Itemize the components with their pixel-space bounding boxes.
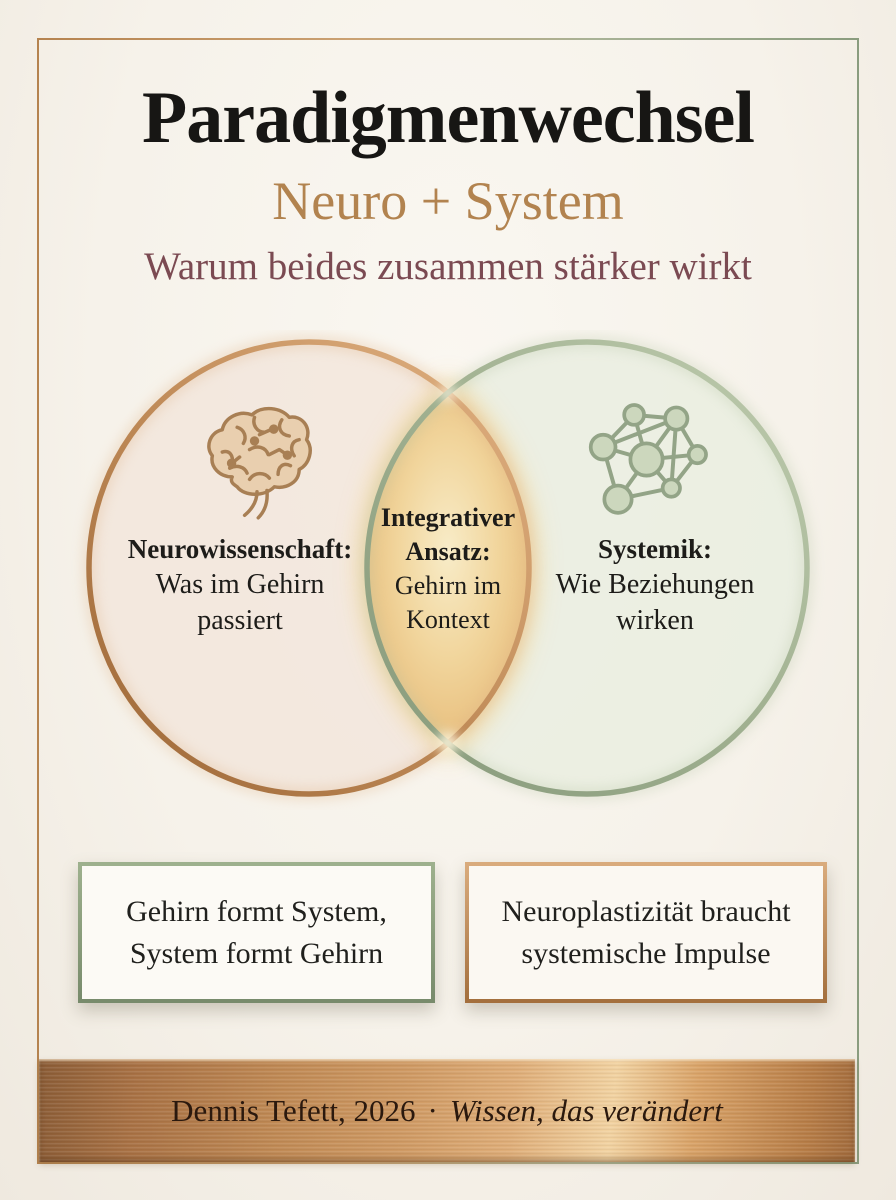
overlap-label: Integrativer Ansatz: Gehirn im Kontext (363, 501, 533, 637)
statement-copper-line1: Neuroplastizität braucht (501, 894, 791, 928)
neuro-label-line1: Was im Gehirn (155, 569, 325, 600)
footer-banner: Dennis Tefett, 2026 · Wissen, das veränd… (39, 1059, 855, 1162)
system-label-line1: Wie Beziehungen (555, 569, 755, 600)
brain-icon (207, 406, 312, 520)
neuro-label-heading: Neurowissenschaft: (127, 534, 353, 564)
system-ring (364, 339, 810, 797)
statement-box-copper: Neuroplastizität braucht systemische Imp… (465, 862, 827, 1003)
footer-slogan: Wissen, das verändert (449, 1092, 723, 1128)
venn-diagram (83, 336, 813, 800)
overlap-label-line2: Kontext (406, 605, 490, 634)
page-title: Paradigmenwechsel (142, 77, 755, 159)
system-label: Systemik: Wie Beziehungen wirken (520, 531, 790, 639)
system-label-line2: wirken (616, 605, 694, 636)
network-icon (588, 403, 708, 515)
footer-separator: · (427, 1092, 438, 1128)
neuro-label-line2: passiert (197, 605, 283, 636)
page-subtitle: Neuro + System (272, 171, 624, 231)
statement-copper-line2: systemische Impulse (521, 936, 771, 970)
statement-box-green: Gehirn formt System, System formt Gehirn (78, 862, 435, 1003)
system-label-heading: Systemik: (598, 534, 712, 564)
bottom-glint (437, 732, 459, 754)
overlap-label-line1: Gehirn im (394, 571, 502, 600)
overlap-label-heading2: Ansatz: (405, 537, 491, 566)
neuro-label: Neurowissenschaft: Was im Gehirn passier… (95, 531, 385, 639)
statement-green-line2: System formt Gehirn (129, 936, 384, 970)
overlap-lens (366, 392, 530, 744)
statement-green-line1: Gehirn formt System, (126, 894, 387, 928)
page-tagline: Warum beides zusammen stärker wirkt (144, 245, 752, 288)
top-glint (439, 384, 457, 402)
overlap-label-heading1: Integrativer (380, 503, 516, 532)
neuro-ring (86, 339, 532, 797)
footer-credit: Dennis Tefett, 2026 (171, 1092, 416, 1128)
